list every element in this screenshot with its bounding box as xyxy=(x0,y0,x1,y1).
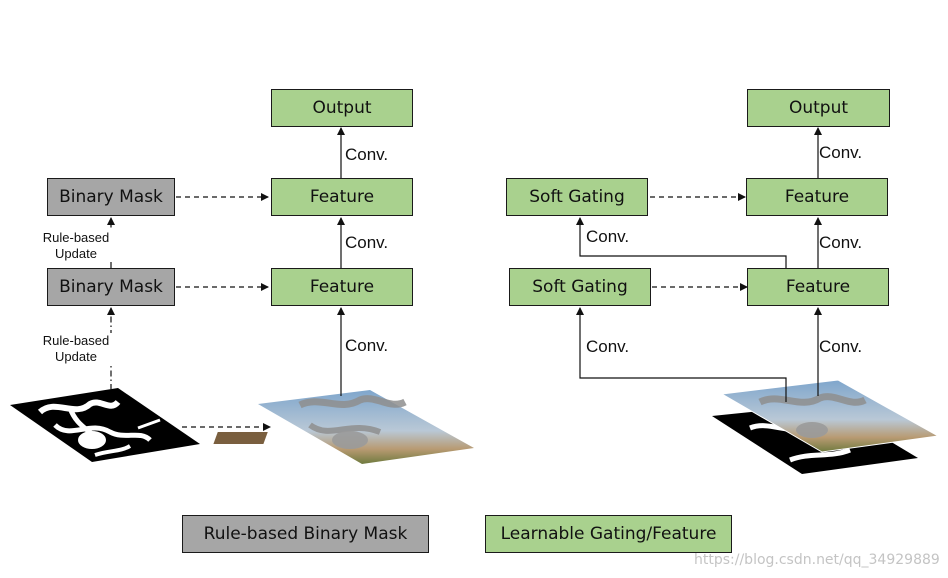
right-feature-bottom-box: Feature xyxy=(747,268,889,306)
left-rule-update-1-line1: Rule-based xyxy=(42,230,110,245)
left-binary-mask-top-box: Binary Mask xyxy=(47,178,175,216)
right-conv-label-2: Conv. xyxy=(819,233,863,252)
right-feature-top-box: Feature xyxy=(746,178,888,216)
left-conv-label-2: Conv. xyxy=(345,233,389,252)
legend-gating-feature: Learnable Gating/Feature xyxy=(485,515,732,553)
right-soft-gating-top-box: Soft Gating xyxy=(506,178,648,216)
left-feature-bottom-box: Feature xyxy=(271,268,413,306)
image-channel xyxy=(720,379,940,453)
watermark-text: https://blog.csdn.net/qq_34929889 xyxy=(694,552,940,568)
right-conv-label-3: Conv. xyxy=(819,337,863,356)
left-rule-update-2-line1: Rule-based xyxy=(42,333,110,348)
left-rule-update-label-2: Rule-based Update xyxy=(36,333,116,365)
left-rule-update-2-line2: Update xyxy=(55,349,97,364)
masked-input-image xyxy=(213,390,474,464)
left-binary-mask-bottom-box: Binary Mask xyxy=(47,268,175,306)
right-output-box: Output xyxy=(747,89,890,127)
legend-binary-mask: Rule-based Binary Mask xyxy=(182,515,429,553)
right-gating-conv-label-2: Conv. xyxy=(586,337,630,356)
left-conv-label-3: Conv. xyxy=(345,336,389,355)
left-rule-update-1-line2: Update xyxy=(55,246,97,261)
left-rule-update-label-1: Rule-based Update xyxy=(36,230,116,262)
left-feature-top-box: Feature xyxy=(271,178,413,216)
right-soft-gating-bottom-box: Soft Gating xyxy=(509,268,651,306)
right-gating-conv-label-1: Conv. xyxy=(586,227,630,246)
masked-mask-image xyxy=(10,388,200,462)
right-conv-label-1: Conv. xyxy=(819,143,863,162)
left-conv-label-1: Conv. xyxy=(345,145,389,164)
left-output-box: Output xyxy=(271,89,413,127)
